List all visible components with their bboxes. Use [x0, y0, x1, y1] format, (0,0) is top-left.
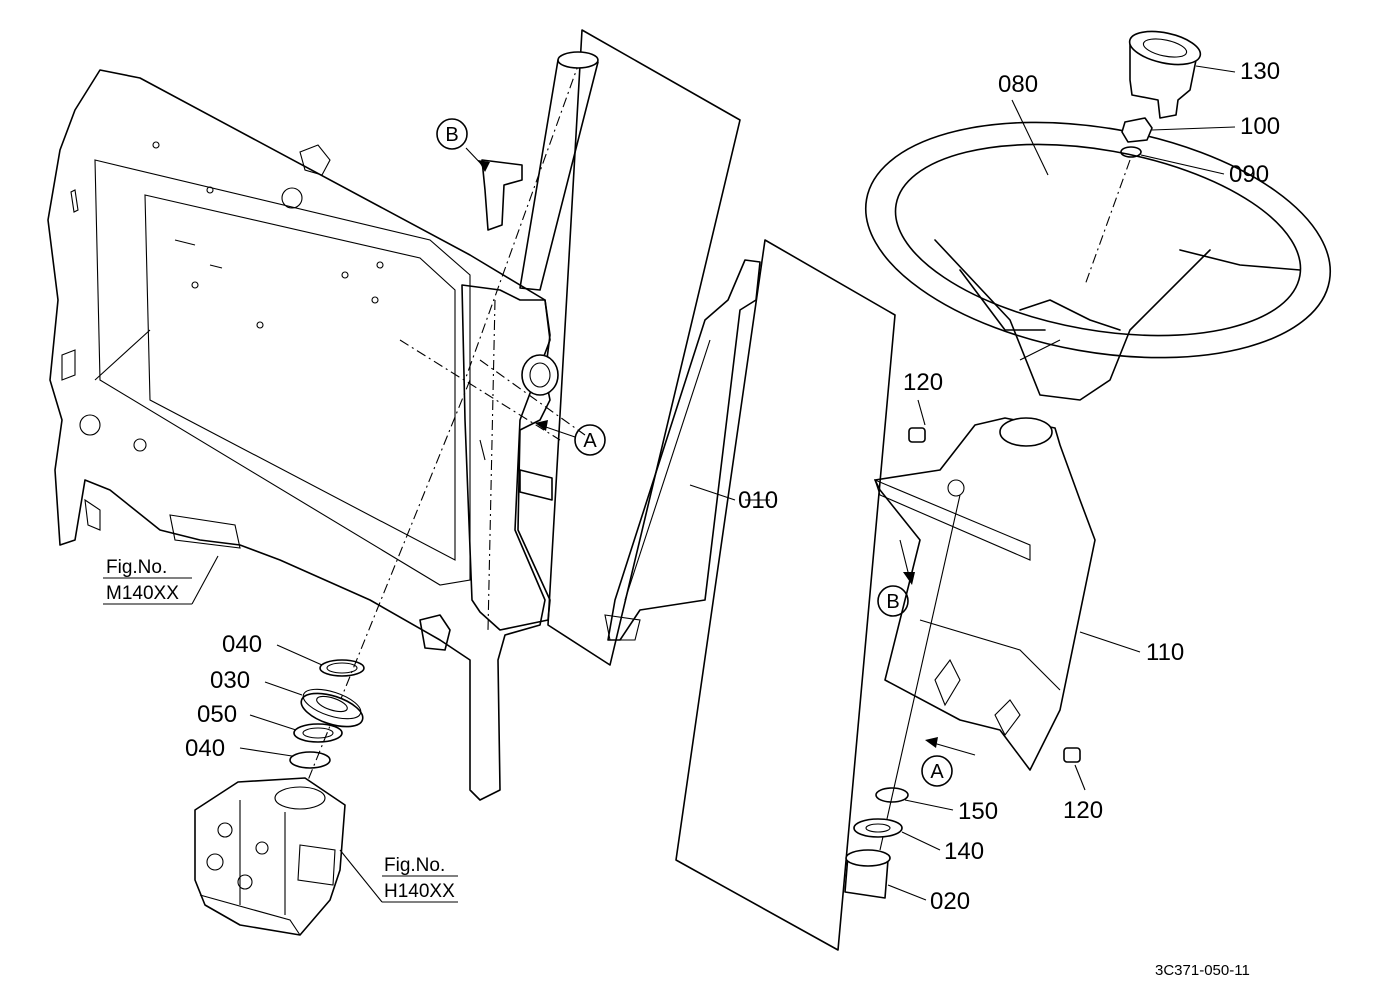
label-030: 030 [210, 667, 250, 694]
label-080: 080 [998, 71, 1038, 98]
steering-unit-body [194, 777, 346, 936]
h-ref-label: Fig.No. [384, 855, 445, 876]
marker-circle-a1 [574, 424, 606, 456]
wheel-centerline [1084, 159, 1131, 286]
drawing-code: 3C371-050-11 [1155, 962, 1250, 979]
h-ref-code: H140XX [384, 881, 455, 902]
marker-b1: B [445, 124, 458, 146]
snap-ring-040-bottom [289, 751, 331, 769]
washer-050 [293, 723, 343, 743]
washer-090 [1120, 146, 1142, 158]
snap-ring-040-top [319, 659, 365, 677]
m-ref-leader [191, 555, 219, 605]
callout-leaders [239, 65, 1236, 901]
steering-wheel-part [864, 121, 1332, 401]
label-150: 150 [958, 798, 998, 825]
m-ref-code: M140XX [106, 583, 179, 604]
assembly-centerlines [299, 59, 586, 801]
marker-circle-b1 [436, 118, 468, 150]
column-tube-part [519, 29, 741, 666]
cover-centerline [879, 494, 961, 851]
horn-cap-part [1128, 30, 1202, 119]
marker-a2: A [930, 761, 944, 783]
label-090: 090 [1229, 161, 1269, 188]
label-140: 140 [944, 838, 984, 865]
bushing-020 [844, 849, 891, 899]
label-020: 020 [930, 888, 970, 915]
label-120-top: 120 [903, 369, 943, 396]
marker-circle-b2 [877, 585, 909, 617]
label-110: 110 [1146, 639, 1184, 666]
column-cover-part [874, 417, 1096, 771]
marker-circle-a2 [921, 755, 953, 787]
steering-frame-panel [47, 69, 551, 801]
screw-120-top [908, 427, 926, 443]
column-bracket [461, 159, 559, 631]
marker-b2: B [886, 591, 899, 613]
bearing-030 [300, 688, 364, 728]
h-ref-leader [339, 849, 383, 903]
label-100: 100 [1240, 113, 1280, 140]
screw-120-bottom [1063, 747, 1081, 763]
m-ref-label: Fig.No. [106, 557, 167, 578]
label-120-bottom: 120 [1063, 797, 1103, 824]
label-050: 050 [197, 701, 237, 728]
clip-150 [875, 787, 909, 803]
steering-shaft-part [604, 239, 896, 951]
nut-100 [1121, 117, 1153, 143]
washer-140 [853, 818, 903, 838]
label-130: 130 [1240, 58, 1280, 85]
label-040-bottom: 040 [185, 735, 225, 762]
label-010: 010 [738, 487, 778, 514]
marker-a1: A [583, 430, 597, 452]
label-040-top: 040 [222, 631, 262, 658]
